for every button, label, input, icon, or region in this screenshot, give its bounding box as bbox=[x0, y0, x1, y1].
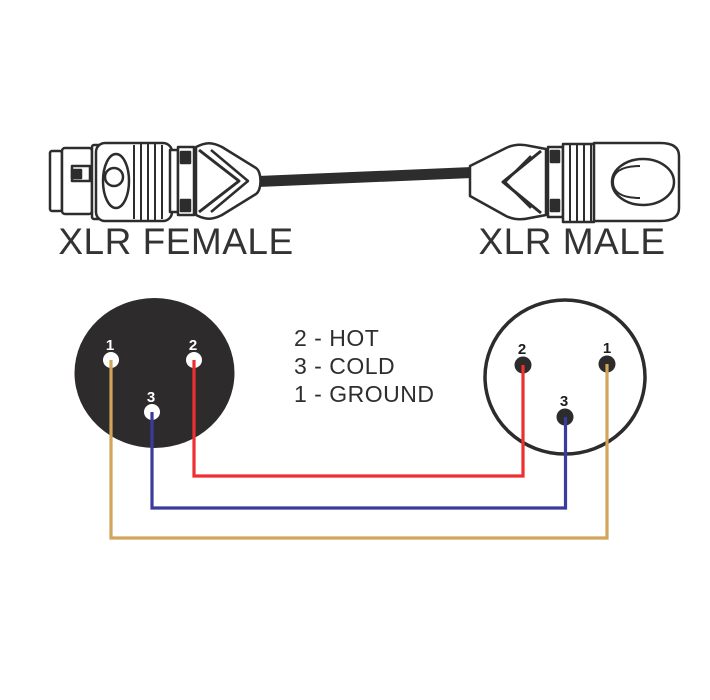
wire-ground bbox=[109, 360, 609, 540]
female-pin3-label: 3 bbox=[147, 389, 155, 406]
female-front-shell bbox=[48, 149, 64, 213]
wire-hot bbox=[192, 360, 525, 478]
female-ribs bbox=[133, 144, 163, 220]
female-boot bbox=[194, 142, 262, 220]
female-collar-slot-bottom bbox=[179, 198, 192, 213]
female-collar-slot-top bbox=[179, 150, 192, 165]
wire-cold bbox=[150, 412, 568, 510]
male-boot-chevron bbox=[501, 149, 542, 215]
legend-line-hot: 2 - HOT bbox=[294, 325, 380, 351]
female-connector-label: XLR FEMALE bbox=[58, 221, 294, 262]
pinout-legend: 2 - HOT 3 - COLD 1 - GROUND bbox=[294, 324, 434, 408]
male-connector-label: XLR MALE bbox=[478, 221, 666, 262]
female-boot-chevron-echo bbox=[210, 149, 250, 213]
female-faceplate-circle bbox=[74, 298, 235, 448]
male-pin2-label: 2 bbox=[518, 341, 526, 358]
legend-line-ground: 1 - GROUND bbox=[294, 381, 435, 407]
pin-number-labels: 1 2 3 2 1 3 bbox=[106, 337, 611, 410]
male-pin1-label: 1 bbox=[603, 340, 611, 357]
male-ribs-band bbox=[561, 142, 596, 224]
wire-runs bbox=[109, 360, 609, 540]
female-connector-drawing bbox=[48, 141, 262, 223]
male-pin3-label: 3 bbox=[560, 393, 568, 410]
male-connector-drawing bbox=[468, 141, 681, 224]
female-pin1-label: 1 bbox=[106, 337, 114, 354]
cable-illustration bbox=[48, 141, 681, 224]
male-ribs bbox=[569, 144, 592, 221]
male-collar-slot-top bbox=[549, 149, 561, 164]
cable-line bbox=[258, 167, 472, 187]
male-collar-slot-bottom bbox=[549, 198, 561, 213]
female-faceplate bbox=[74, 298, 235, 448]
male-faceplate bbox=[483, 298, 647, 456]
male-barrel bbox=[592, 141, 681, 223]
male-opening-inner-curve bbox=[612, 165, 641, 199]
male-boot-chevron-echo bbox=[503, 155, 532, 209]
legend-line-cold: 3 - COLD bbox=[294, 353, 396, 379]
female-boot-chevron bbox=[198, 148, 241, 214]
female-pin2-label: 2 bbox=[189, 337, 197, 354]
female-latch-tab bbox=[70, 168, 83, 180]
female-latch-button bbox=[103, 166, 125, 188]
